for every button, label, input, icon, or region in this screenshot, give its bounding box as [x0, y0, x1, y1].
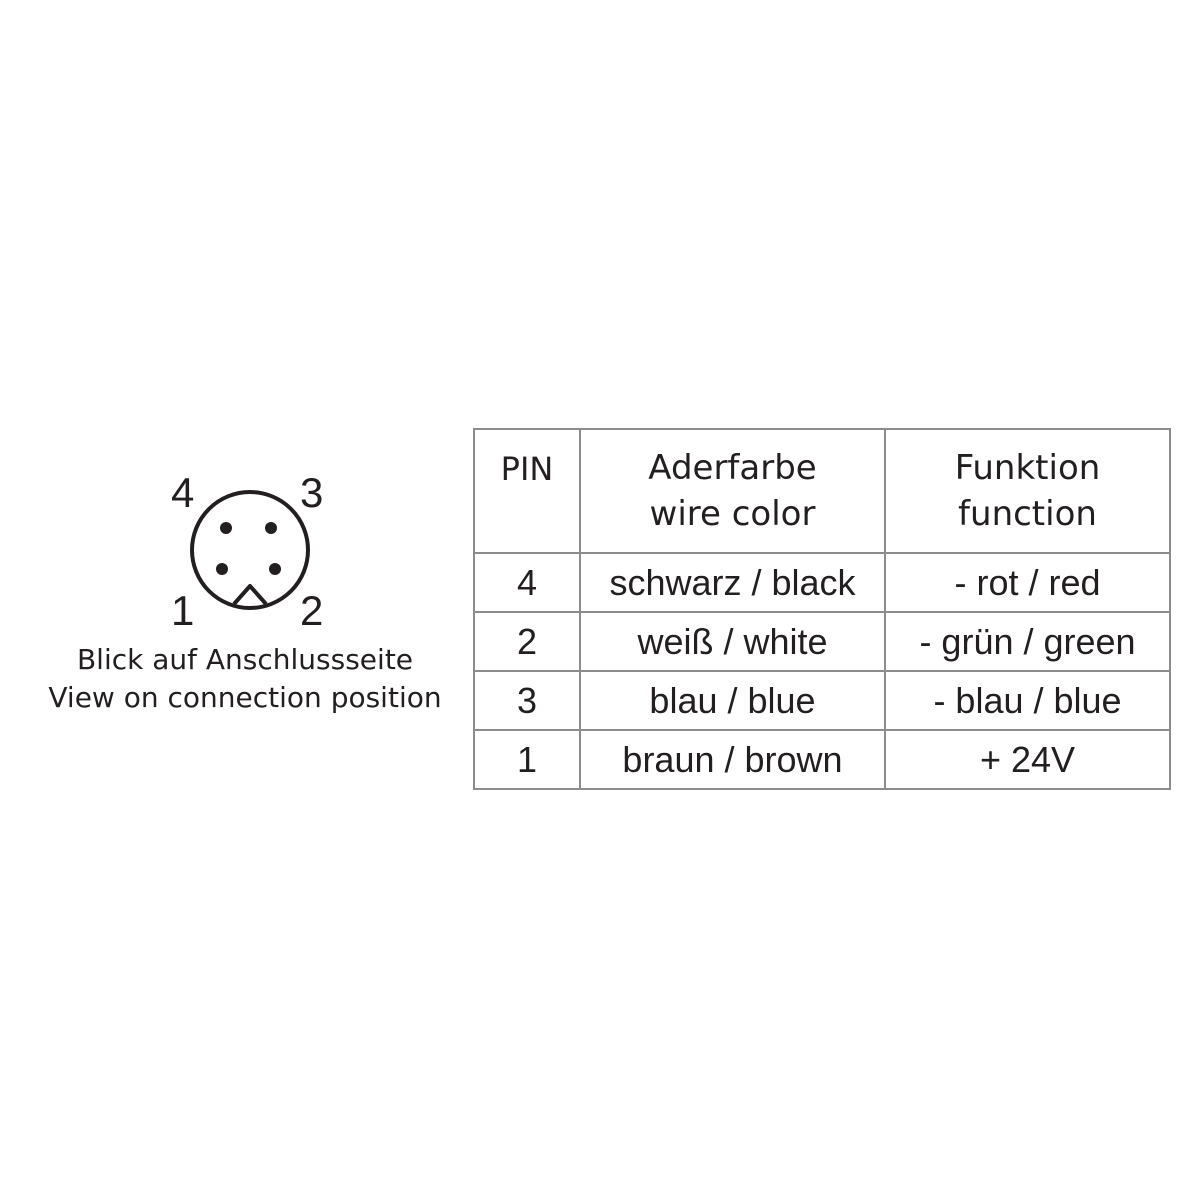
- cell-pin: 3: [473, 670, 581, 731]
- table-row: 3 blau / blue - blau / blue: [473, 670, 1171, 731]
- header-wire-color-de: Aderfarbe: [648, 448, 817, 488]
- header-pin: PIN: [473, 428, 581, 554]
- cell-wire-color: schwarz / black: [579, 552, 886, 613]
- cell-pin: 2: [473, 611, 581, 672]
- cell-wire-color: blau / blue: [579, 670, 886, 731]
- header-function-en: function: [958, 494, 1097, 534]
- pinout-table: PIN Aderfarbe wire color Funktion functi…: [473, 428, 1171, 790]
- table-header-row: PIN Aderfarbe wire color Funktion functi…: [473, 428, 1171, 554]
- pin-label-3: 3: [300, 469, 324, 516]
- table-row: 1 braun / brown + 24V: [473, 729, 1171, 790]
- table-row: 2 weiß / white - grün / green: [473, 611, 1171, 672]
- cell-wire-color: weiß / white: [579, 611, 886, 672]
- header-wire-color: Aderfarbe wire color: [579, 428, 886, 554]
- pin-label-2: 2: [300, 587, 324, 634]
- table-row: 4 schwarz / black - rot / red: [473, 552, 1171, 613]
- connector-face-diagram: [190, 490, 310, 610]
- connector-outline: [190, 490, 310, 610]
- header-wire-color-en: wire color: [649, 494, 816, 534]
- cell-function: + 24V: [884, 729, 1171, 790]
- coding-key: [232, 584, 268, 606]
- header-function-de: Funktion: [954, 448, 1101, 488]
- cell-function: - rot / red: [884, 552, 1171, 613]
- pin-hole-2: [269, 563, 281, 575]
- cell-function: - blau / blue: [884, 670, 1171, 731]
- cell-pin: 1: [473, 729, 581, 790]
- pin-hole-1: [216, 563, 228, 575]
- pin-label-1: 1: [171, 587, 195, 634]
- header-function: Funktion function: [884, 428, 1171, 554]
- pin-hole-3: [265, 522, 277, 534]
- pin-hole-4: [220, 522, 232, 534]
- pin-label-4: 4: [171, 469, 195, 516]
- caption-german: Blick auf Anschlussseite: [76, 643, 414, 676]
- cell-function: - grün / green: [884, 611, 1171, 672]
- caption-english: View on connection position: [48, 681, 442, 714]
- cell-wire-color: braun / brown: [579, 729, 886, 790]
- cell-pin: 4: [473, 552, 581, 613]
